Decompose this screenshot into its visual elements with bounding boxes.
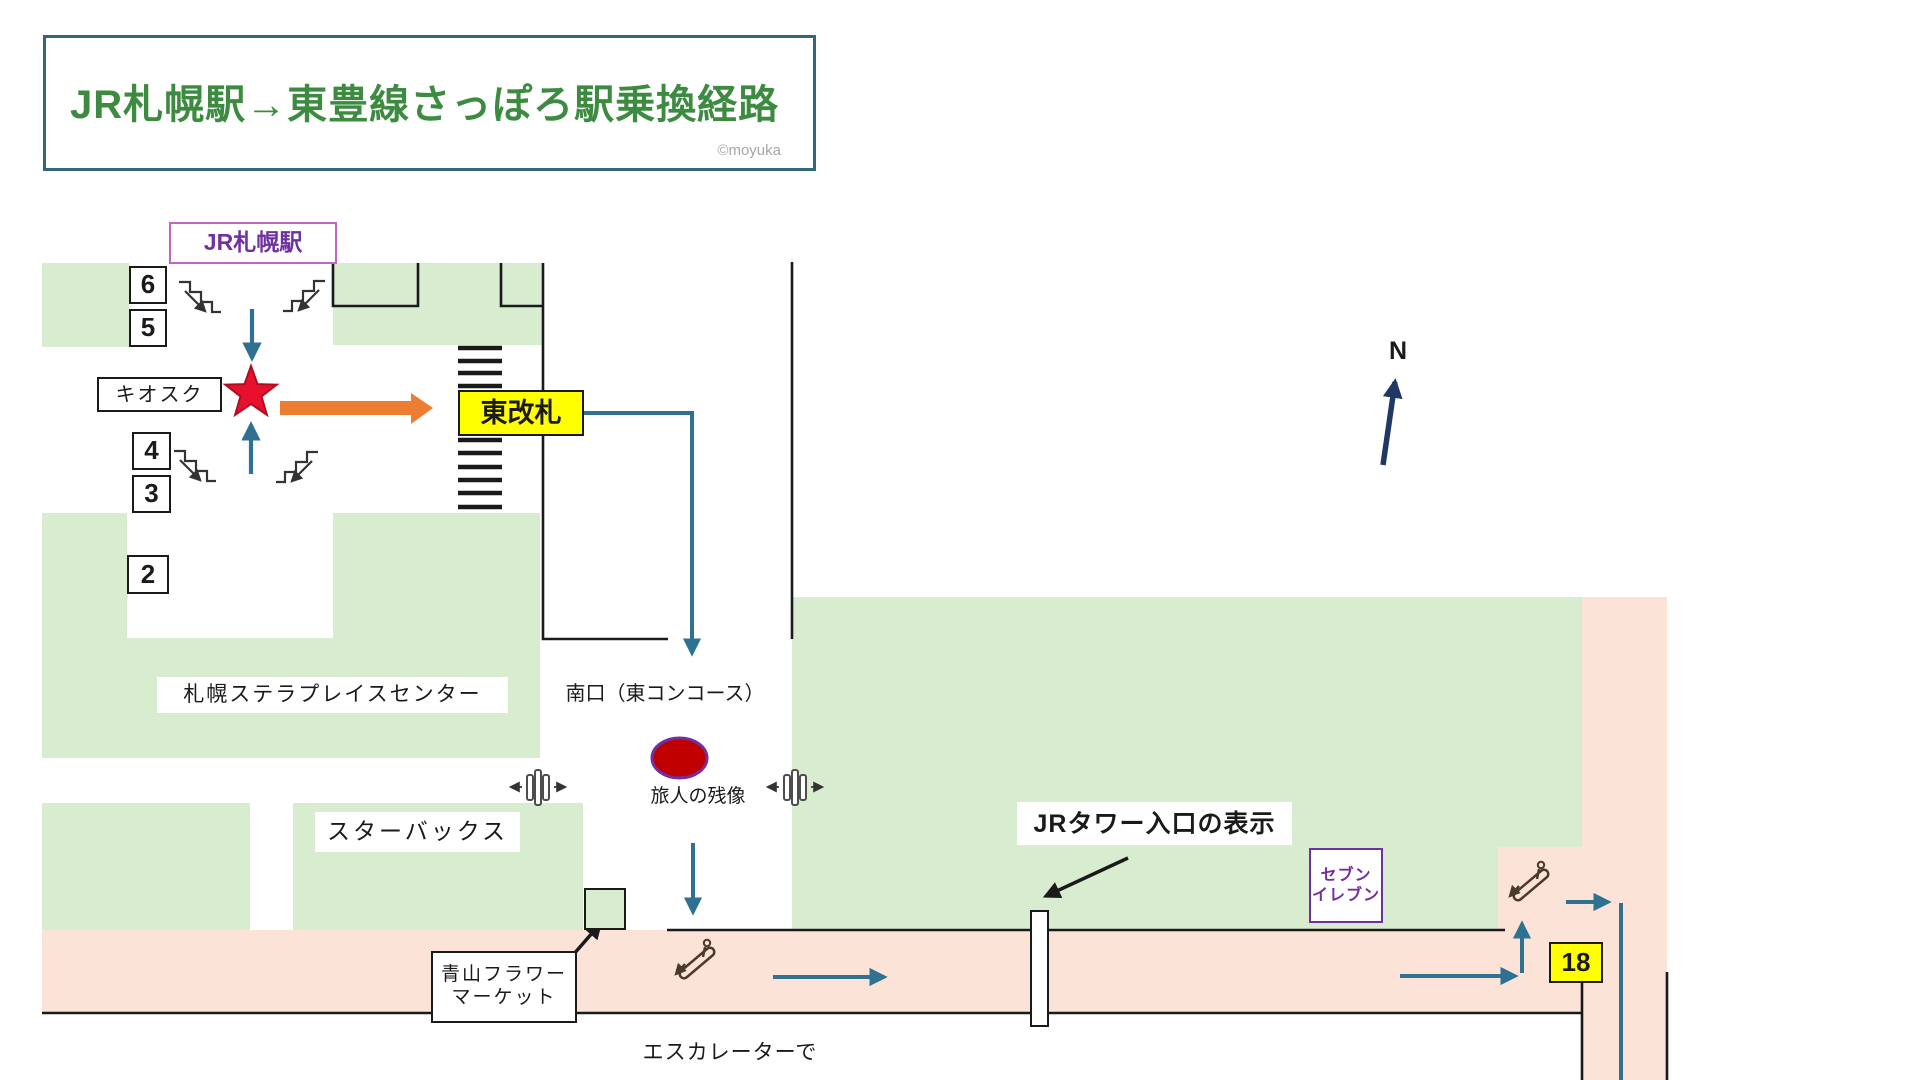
area-platform-upper-left: [42, 263, 129, 347]
corridor-vertical: [1582, 597, 1667, 1080]
jr-tower-callout-arrow: [1042, 856, 1129, 899]
escalator-icon: [1508, 860, 1550, 902]
aoyama-flower-market-label: 青山フラワー マーケット: [431, 951, 577, 1023]
stella-place-label: 札幌ステラプレイスセンター: [157, 677, 508, 713]
route-lines: [584, 411, 1623, 1080]
title-box: JR札幌駅→東豊線さっぽろ駅乗換経路 ©moyuka: [43, 35, 816, 171]
stairs-icon: [276, 450, 318, 484]
compass-north-label: N: [1388, 337, 1408, 365]
south-exit-label: 南口（東コンコース）: [565, 683, 765, 705]
walk-arrow: [280, 393, 433, 424]
escalator-icon: [674, 938, 716, 980]
platform-number-4: 4: [132, 432, 171, 470]
platform-number-6: 6: [129, 266, 167, 304]
star-icon: [222, 363, 280, 418]
aoyama-shop-marker: [584, 888, 626, 930]
platform-descent-arrows: [241, 309, 262, 474]
escalator-note-label: エスカレーターで: [642, 1041, 818, 1065]
platform-number-2: 2: [127, 555, 169, 594]
ticket-gate-icon: [508, 769, 568, 806]
seven-line1: セブン: [1320, 867, 1372, 885]
north-arrow-icon: [1380, 378, 1403, 466]
stairs-icon: [179, 280, 221, 314]
platform-hatch-upper: [458, 345, 502, 389]
aoyama-line2: マーケット: [451, 987, 557, 1008]
seven-line2: イレブン: [1311, 886, 1380, 904]
jr-tower-entrance-pillar: [1030, 910, 1049, 1027]
seven-eleven-label: セブン イレブン: [1309, 848, 1383, 923]
area-stella-west: [42, 513, 127, 758]
ticket-gate-icon: [765, 769, 825, 806]
statue-marker: [650, 736, 709, 780]
stairs-icon: [174, 449, 216, 483]
starbucks-label: スターバックス: [315, 812, 520, 852]
platform-number-3: 3: [132, 475, 171, 513]
corridor-horizontal: [42, 930, 1582, 1013]
page-title: JR札幌駅→東豊線さっぽろ駅乗換経路: [70, 83, 780, 127]
jr-tower-sign-label: JRタワー入口の表示: [1017, 802, 1292, 845]
kiosk-label: キオスク: [97, 377, 222, 412]
area-shops-left: [42, 803, 250, 930]
platform-hatch-lower: [458, 437, 502, 510]
area-platform-upper-right: [333, 263, 543, 345]
east-gate-label: 東改札: [458, 390, 584, 436]
exit-18-label: 18: [1549, 942, 1603, 983]
wall-lines: [42, 262, 1669, 1080]
platform-number-5: 5: [129, 309, 167, 347]
credit: ©moyuka: [717, 142, 781, 159]
aoyama-line1: 青山フラワー: [440, 964, 567, 986]
travelers-statue-label: 旅人の残像: [650, 785, 746, 807]
station-name-label: JR札幌駅: [169, 222, 337, 264]
area-stella-east: [333, 513, 540, 758]
stairs-icon: [283, 279, 325, 313]
